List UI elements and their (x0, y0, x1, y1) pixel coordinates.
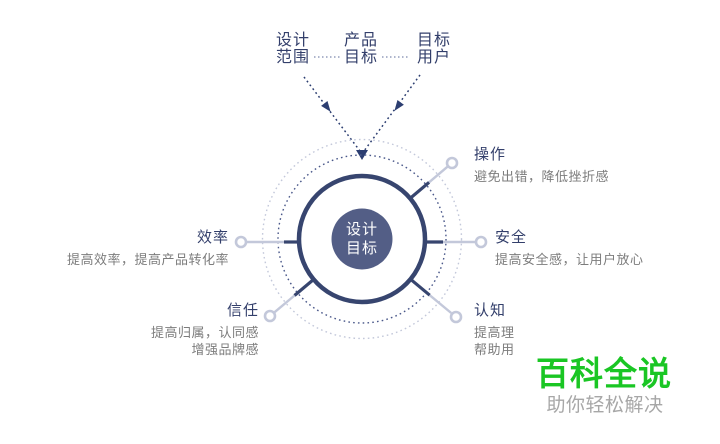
terminal-dot-trust (263, 309, 277, 323)
node-trust-desc: 提高归属，认同感 增强品牌感 (60, 324, 259, 358)
terminal-dot-operation (445, 156, 459, 170)
terminal-dot-safety (474, 235, 488, 249)
node-operation-desc: 避免出错，降低挫折感 (474, 169, 610, 184)
node-safety-title: 安全 (495, 229, 528, 246)
outer-dotted-ring (261, 138, 463, 340)
watermark-title: 百科全说 (536, 355, 672, 392)
node-operation: 操作 避免出错，降低挫折感 (474, 146, 609, 185)
arrowhead-tip-icon (356, 150, 368, 160)
watermark-backdrop (520, 340, 720, 444)
node-trust-desc-line1: 提高归属，认同感 (150, 325, 259, 340)
arrowhead-mid-right-icon (394, 100, 404, 111)
spoke-trust-inner (293, 278, 315, 297)
inner-dotted-ring (277, 154, 447, 324)
spoke-operation-inner (409, 181, 431, 200)
node-safety-desc: 提高安全感，让用户放心 (495, 252, 644, 267)
node-efficiency: 效率 提高效率，提高产品转化率 (29, 229, 229, 268)
design-scope-line1: 设计 (275, 32, 310, 49)
target-user-line2: 用户 (416, 49, 451, 66)
spoke-operation-outer (428, 165, 449, 184)
spoke-cognition-inner (409, 277, 431, 297)
top-label-target-user: 目标 用户 (410, 32, 458, 66)
hub-label-line2: 目标 (345, 240, 378, 257)
node-operation-title: 操作 (474, 146, 507, 163)
terminal-dot-cognition (449, 310, 463, 324)
hub-label-line1: 设计 (345, 221, 378, 238)
watermark-subtitle: 助你轻松解决 (546, 395, 664, 416)
spoke-cognition-outer (428, 294, 452, 314)
node-trust-desc-line2: 增强品牌感 (191, 342, 259, 357)
node-cognition: 认知 提高理 帮助用 (474, 302, 515, 358)
node-safety: 安全 提高安全感，让用户放心 (495, 229, 644, 268)
hub-circle (331, 208, 393, 270)
node-efficiency-desc: 提高效率，提高产品转化率 (66, 252, 229, 267)
target-user-line1: 目标 (416, 32, 451, 49)
node-efficiency-title: 效率 (196, 229, 229, 246)
spoke-trust-outer (273, 294, 296, 314)
product-goal-line1: 产品 (343, 32, 378, 49)
top-label-design-scope: 设计 范围 (269, 32, 317, 66)
node-cognition-desc-line2: 帮助用 (474, 342, 515, 357)
design-scope-line2: 范围 (275, 49, 310, 66)
top-label-product-goal: 产品 目标 (337, 32, 385, 66)
node-cognition-desc-line1: 提高理 (474, 325, 515, 340)
hub-label: 设计 目标 (332, 220, 392, 258)
node-trust: 信任 提高归属，认同感 增强品牌感 (60, 302, 259, 358)
arrowhead-mid-left-icon (321, 100, 331, 112)
product-goal-line2: 目标 (343, 49, 378, 66)
node-cognition-desc: 提高理 帮助用 (474, 324, 515, 358)
terminal-dot-efficiency (234, 235, 248, 249)
node-cognition-title: 认知 (474, 302, 507, 319)
node-trust-title: 信任 (226, 302, 259, 319)
dashed-arrow-from-target-user (363, 74, 421, 152)
dashed-arrow-from-design-scope (303, 76, 361, 152)
